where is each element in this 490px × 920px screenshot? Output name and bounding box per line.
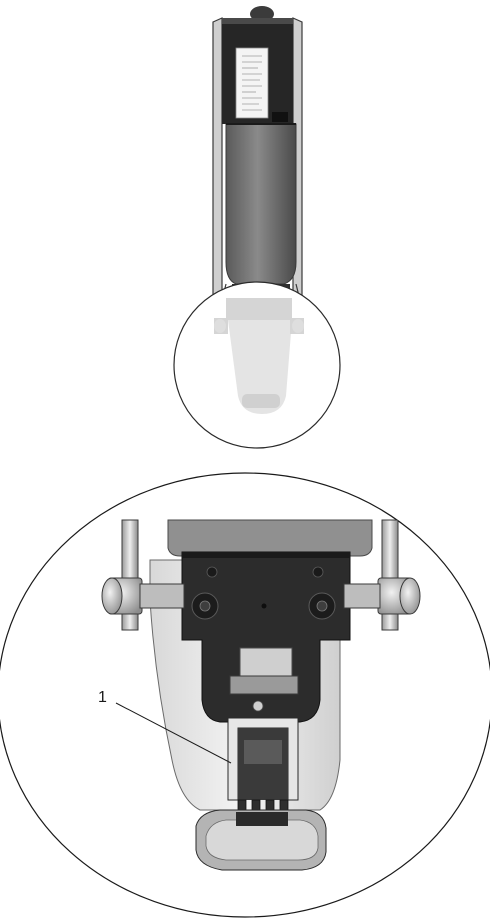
callout-1-number: 1 [98,689,107,706]
crimp-head-block [181,551,351,723]
head-bolt-right [308,592,336,620]
magnifier-circle-small [173,281,341,449]
grip-handle [225,123,297,285]
head-bolt-left [191,592,219,620]
detail-view: 1 [0,472,490,918]
frame-rail-left [212,17,223,319]
label-sticker [235,47,269,119]
tool-overview [212,6,305,319]
pivot-nut-right [343,577,421,615]
callout-1-leader [115,702,232,764]
pivot-nut-left [101,577,185,615]
